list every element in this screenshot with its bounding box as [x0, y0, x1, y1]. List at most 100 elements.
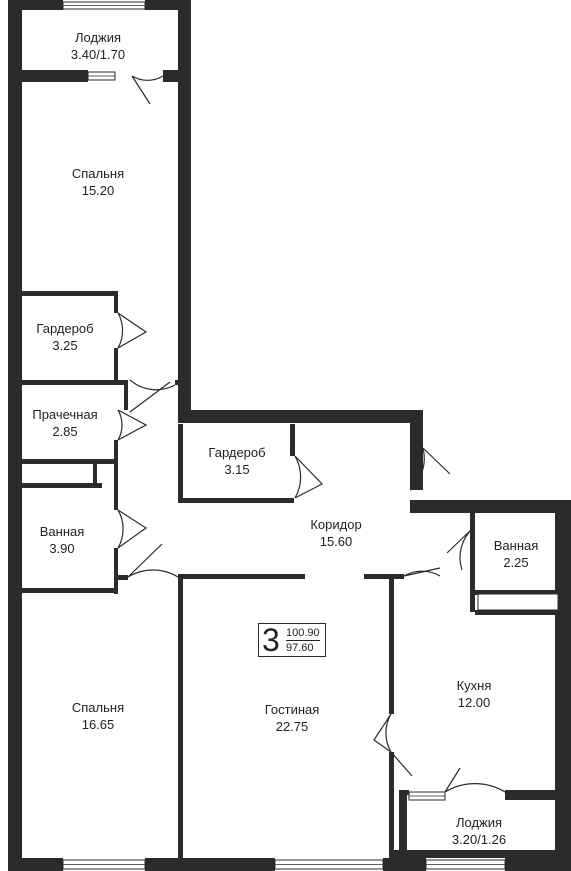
room-name: Кухня: [456, 678, 492, 693]
wall-laundry-bottom: [18, 459, 118, 464]
door-loggia-bottom: [444, 767, 506, 793]
wall-bath-right-a: [114, 462, 118, 510]
room-name: Лоджия: [455, 815, 503, 830]
room-name: Спальня: [71, 166, 125, 181]
room-living: Гостиная 22.75: [265, 701, 320, 735]
wall-bottom-d: [505, 858, 571, 871]
door-bedroom-top: [129, 379, 176, 413]
wall-bottom-b: [145, 858, 275, 871]
wall-wardrobe2-right: [290, 424, 295, 456]
door-kitchen-top: [403, 567, 441, 577]
room-bedroom-bottom: Спальня 16.65: [72, 699, 124, 733]
windows: [62, 1, 559, 870]
room-area: 3.20/1.26: [451, 832, 507, 847]
room-name: Спальня: [71, 700, 125, 715]
wall-wardrobe-top: [18, 291, 118, 296]
wall-bath2-left-top: [470, 512, 475, 528]
wall-right: [555, 500, 571, 871]
room-area: 3.40/1.70: [70, 47, 126, 62]
door-bedroom-bottom: [127, 543, 179, 578]
room-area: 15.60: [319, 534, 353, 549]
wall-loggia-top-a: [18, 70, 88, 82]
wall-kitchen-top: [475, 610, 560, 615]
wall-wardrobe2-left: [178, 424, 183, 502]
room-area: 22.75: [275, 719, 309, 734]
door-laundry: [117, 409, 148, 441]
wall-loggia2-left: [399, 790, 407, 858]
wall-living-right-a: [389, 574, 394, 714]
outer-walls: [8, 0, 571, 871]
room-loggia-bottom: Лоджия 3.20/1.26: [452, 814, 506, 848]
door-bathroom-right: [446, 527, 474, 571]
wall-loggia2-top-b: [505, 790, 560, 800]
wall-loggia2-top-a: [399, 790, 409, 795]
room-area: 3.25: [52, 338, 78, 353]
room-bathroom-right: Ванная 2.25: [494, 537, 539, 571]
room-loggia-top: Лоджия 3.40/1.70: [71, 29, 125, 63]
room-wardrobe-left: Гардероб 3.25: [36, 320, 93, 354]
door-loggia-top: [131, 75, 164, 105]
door-wardrobe-left: [117, 312, 148, 349]
apartment-badge: 3 100.90 97.60: [258, 622, 326, 658]
wall-laundry-right-b: [114, 440, 118, 464]
door-bathroom-left: [117, 509, 148, 549]
room-wardrobe-center: Гардероб 3.15: [208, 444, 265, 478]
room-area: 12.00: [457, 695, 491, 710]
door-kitchen-living: [373, 713, 392, 753]
room-laundry: Прачечная 2.85: [32, 406, 97, 440]
wall-living-right-b: [389, 752, 394, 858]
wall-bottom-c: [383, 858, 426, 871]
total-area: 100.90: [286, 627, 320, 641]
wall-living-left: [178, 574, 183, 858]
wall-loggia-top-b: [163, 70, 183, 82]
wall-laundry-right-a: [124, 380, 128, 410]
room-area: 15.20: [81, 183, 115, 198]
room-name: Прачечная: [32, 407, 98, 422]
wall-bath-bottom: [18, 588, 118, 593]
wall-top-a: [8, 0, 63, 10]
wall-bath2-bottom: [475, 590, 560, 595]
room-name: Гостиная: [264, 702, 320, 717]
room-name: Ванная: [39, 524, 85, 539]
wall-bath2-left: [470, 512, 475, 612]
wall-bath-door-stub: [118, 575, 128, 580]
wall-wardrobe-right-a: [114, 291, 118, 313]
room-corridor: Коридор 15.60: [310, 516, 361, 550]
room-kitchen: Кухня 12.00: [457, 677, 492, 711]
wall-shaft-right: [93, 462, 97, 488]
wall-top-b: [145, 0, 191, 10]
interior-walls: [10, 70, 564, 858]
wall-shaft-bottom: [10, 483, 102, 488]
wall-post: [175, 380, 181, 385]
doors: [117, 75, 506, 793]
room-area: 2.25: [503, 555, 529, 570]
room-name: Лоджия: [74, 30, 122, 45]
wall-bottom-a: [8, 858, 63, 871]
wall-living-top-b: [364, 574, 404, 579]
wall-loggia2-bottom: [394, 850, 564, 858]
wall-mid-step: [410, 410, 423, 490]
room-area: 3.15: [224, 462, 250, 477]
room-bedroom-top: Спальня 15.20: [72, 165, 124, 199]
wall-mid-top: [178, 410, 423, 423]
wall-left: [8, 0, 22, 871]
wall-bath-right-b: [114, 548, 118, 594]
wall-living-top-a: [178, 574, 305, 579]
door-entrance: [409, 447, 451, 491]
wall-wardrobe2-bottom: [178, 498, 294, 503]
room-name: Гардероб: [208, 445, 266, 460]
door-kitchen-living-leaf: [390, 751, 413, 777]
room-name: Гардероб: [36, 321, 94, 336]
wall-upper-right: [178, 0, 191, 415]
room-bathroom-left: Ванная 3.90: [40, 523, 85, 557]
room-area: 16.65: [81, 717, 115, 732]
shaft-right: [477, 593, 559, 611]
wall-wardrobe-right-b: [114, 348, 118, 384]
room-name: Ванная: [493, 538, 539, 553]
wall-laundry-top: [18, 380, 128, 385]
room-name: Коридор: [310, 517, 362, 532]
room-area: 3.90: [49, 541, 75, 556]
rooms-count: 3: [262, 622, 280, 658]
living-area: 97.60: [286, 642, 314, 654]
